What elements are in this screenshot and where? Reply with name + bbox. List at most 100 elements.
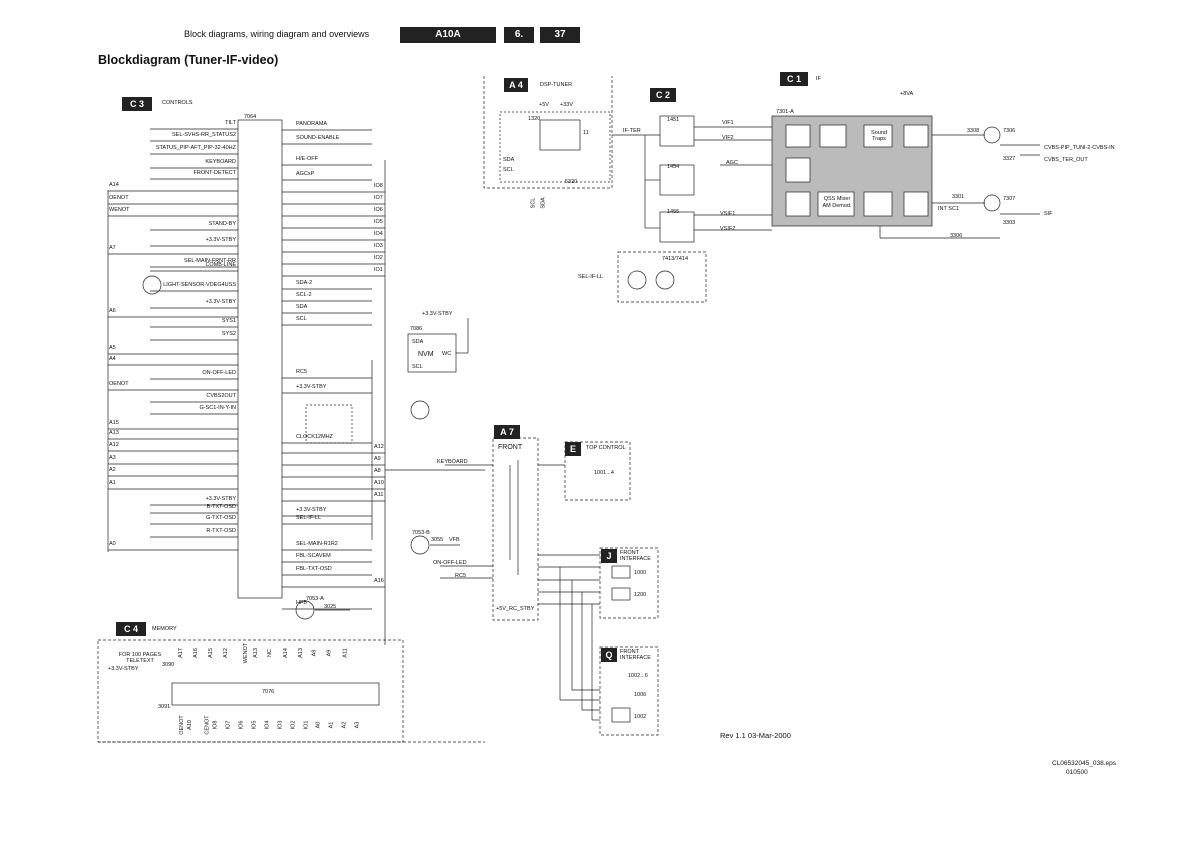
io-line: IO1 — [374, 267, 383, 273]
controls-right-signal: RC5 — [296, 369, 308, 375]
nvm-ref: 7086 — [410, 326, 423, 332]
controls-left-signal: G-SC1-IN-Y-IN — [199, 405, 236, 411]
front-t2: 7053-A — [306, 596, 324, 602]
j-part-1: 1000 — [634, 570, 647, 576]
res-3308: 3308 — [967, 128, 980, 134]
controls-right-signal: FBL-TXT-OSD — [296, 566, 332, 572]
io-line: IO7 — [374, 195, 383, 201]
memory-bottom-pin: A3 — [354, 721, 361, 729]
memory-ic: 7076 — [262, 689, 275, 695]
memory-top-pin: WENOT — [243, 642, 250, 664]
left-bus-line: A4 — [109, 356, 116, 362]
controls-right-signal: PANORAMA — [296, 121, 328, 127]
left-bus-line: A12 — [109, 442, 119, 448]
block-a4-name: DSP-TUNER — [540, 82, 573, 88]
memory-r1: 3090 — [162, 662, 175, 668]
c1-sound-trap: Sound Traps — [871, 130, 887, 142]
front-vfb: VFB — [449, 537, 460, 543]
c1-supply: +8VA — [900, 91, 914, 97]
front-r1: 3055 — [431, 537, 444, 543]
io-line: IO6 — [374, 207, 383, 213]
memory-bottom-pin: IO2 — [290, 720, 297, 730]
memory-note: FOR 100 PAGES TELETEXT — [118, 652, 162, 664]
controls-left-signal: R-TXT-OSD — [206, 528, 236, 534]
sig-vif1: VIF1 — [722, 120, 734, 126]
controls-left-signal: +3.3V-STBY — [205, 496, 236, 502]
controls-right-signal: SEL-IF-LL — [296, 515, 322, 521]
controls-left-signal: SYS2 — [221, 331, 236, 337]
left-bus-line: WENOT — [109, 207, 130, 213]
front-t1: 7053-B — [412, 530, 430, 536]
address-line: A8 — [374, 468, 381, 474]
left-bus-line: A15 — [109, 420, 119, 426]
c1-out2: CVBS_TER_OUT — [1044, 157, 1088, 163]
chapter-badge: 6. — [504, 27, 534, 43]
c1-ic: 7301-A — [776, 109, 794, 115]
controls-right-signal: SDA-2 — [296, 280, 313, 286]
front-stby: +5V_RC_STBY — [496, 606, 535, 612]
left-bus-line: OENOT — [109, 381, 129, 387]
address-line: A9 — [374, 456, 381, 462]
controls-left-signal: ON-OFF-LED — [202, 370, 236, 376]
tuner-comp: 1320 — [528, 116, 541, 122]
filter-1451: 1451 — [667, 117, 680, 123]
memory-bottom-pin: IO8 — [212, 720, 219, 730]
left-bus-line: A1 — [109, 480, 116, 486]
nvm-scl: SCL — [412, 364, 423, 370]
filter-1455: 1455 — [667, 209, 680, 215]
c1-out1: CVBS-PIP_TUNI-2-CVBS-IN — [1044, 145, 1115, 151]
tuner-v1: +5V — [539, 102, 549, 108]
memory-bottom-pin: A0 — [315, 721, 322, 729]
nvm-wc: WC — [442, 351, 452, 357]
q-part-2: 1006 — [634, 692, 647, 698]
sig-agc: AGC — [726, 160, 738, 166]
block-c1-name: IF — [816, 76, 821, 82]
block-c1-tag: C 1 — [780, 72, 808, 86]
address-line: A12 — [374, 444, 384, 450]
left-bus-line: A6 — [109, 308, 116, 314]
tuner-bottom-scl: SCL — [530, 197, 537, 209]
block-a4-tag: A 4 — [504, 78, 528, 92]
controls-left-signal: SYS1 — [221, 318, 236, 324]
c1-out3: SIF — [1044, 211, 1053, 217]
memory-bottom-pin: IO4 — [264, 720, 271, 730]
block-c3-tag: C 3 — [122, 97, 152, 111]
q-part-1: 1002...6 — [628, 673, 648, 679]
j-part-2: 1200 — [634, 592, 647, 598]
controls-left-signal: KEYBOARD — [205, 159, 236, 165]
left-bus-line: A14 — [109, 182, 119, 188]
left-bus-line: A5 — [109, 345, 116, 351]
sig-sel-if-ll: SEL-IF-LL — [578, 274, 604, 280]
controls-right-signal: SCL — [296, 316, 307, 322]
q-part-3: 1002 — [634, 714, 647, 720]
block-c2-tag: C 2 — [650, 88, 676, 102]
controls-right-signal: CLOCK12MHZ — [296, 434, 333, 440]
page-title: Blockdiagram (Tuner-IF-video) — [98, 53, 279, 67]
res-3306: 3306 — [950, 233, 963, 239]
memory-bottom-pin: A2 — [341, 721, 348, 729]
memory-top-pin: A12 — [222, 648, 229, 658]
block-j-tag: J — [601, 549, 617, 563]
sig-vsif2: VSIF2 — [720, 226, 736, 232]
res-3301: 3301 — [952, 194, 965, 200]
memory-bottom-pin: IO7 — [225, 720, 232, 730]
tuner-bottom: 5320 — [565, 179, 578, 185]
controls-left-signal: SEL-SVHS-RR_STATUS2 — [172, 132, 236, 138]
res-3327: 3327 — [1003, 156, 1016, 162]
tuner-pin: 11 — [583, 130, 589, 136]
memory-bottom-pin: OENOT — [178, 715, 185, 735]
controls-left-signal: STAND-BY — [208, 221, 236, 227]
ic-7064-ref: 7064 — [244, 114, 257, 120]
io-line: IO8 — [374, 183, 383, 189]
memory-supply: +3.3V-STBY — [108, 666, 139, 672]
io-line: IO3 — [374, 243, 383, 249]
tuner-scl: SCL — [503, 167, 514, 173]
memory-bottom-pin: IO3 — [277, 720, 284, 730]
controls-left-signal: B-TXT-OSD — [206, 504, 236, 510]
block-a7-name: FRONT — [498, 444, 523, 451]
left-bus-line: A0 — [109, 541, 116, 547]
memory-top-pin: A13 — [252, 648, 259, 658]
controls-left-signal: CVBS2OUT — [206, 393, 236, 399]
block-q-name: FRONT INTERFACE — [620, 649, 651, 661]
